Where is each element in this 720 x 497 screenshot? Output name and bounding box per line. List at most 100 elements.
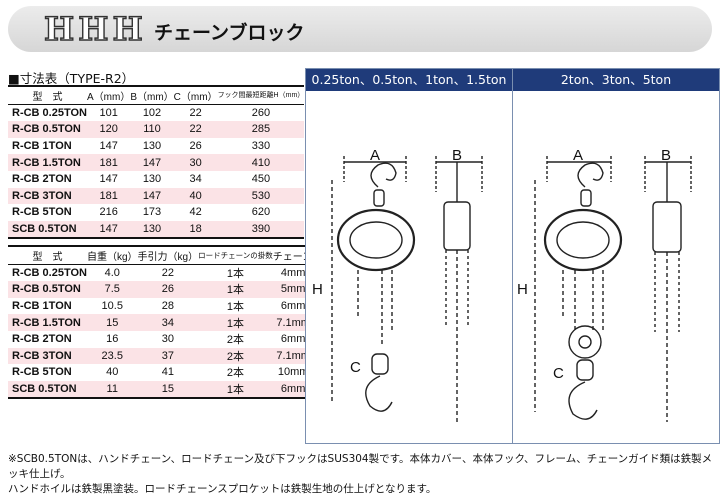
cell: 450: [251, 173, 271, 186]
cell: 16: [106, 333, 119, 346]
cell: 620: [251, 206, 271, 219]
cell: 1本: [226, 267, 244, 280]
cell: 30: [161, 333, 174, 346]
cell: 120: [86, 121, 131, 138]
cell: R-CB 1.5TON: [8, 314, 87, 331]
cell: R-CB 0.5TON: [8, 281, 87, 298]
panel-title: 0.25ton、0.5ton、1ton、1.5ton: [306, 69, 512, 91]
chain-block-drawing: [331, 156, 483, 422]
cell: 285: [217, 121, 305, 138]
cell: 22: [189, 106, 202, 119]
cell: 2本: [226, 334, 244, 347]
table-header-row: 型 式 自重（kg） 手引力（kg） ロードチェーンの掛数 チェーン寸法: [8, 244, 333, 265]
cell: 40: [173, 187, 218, 205]
col-header: 型 式: [8, 244, 87, 265]
cell: SCB 0.5TON: [8, 380, 87, 400]
cell: 130: [142, 140, 162, 153]
spec-table: 型 式 自重（kg） 手引力（kg） ロードチェーンの掛数 チェーン寸法 R-C…: [8, 244, 333, 400]
chain-block-drawing: [534, 156, 692, 422]
cell: 10.5: [101, 300, 123, 313]
cell: 41: [161, 366, 174, 379]
cell: 22: [173, 121, 218, 138]
dim-label-h: H: [517, 281, 528, 298]
diagram-panel-small: 0.25ton、0.5ton、1ton、1.5ton: [305, 68, 513, 444]
cell: 22: [161, 266, 174, 279]
col-header: A（mm）: [86, 84, 131, 105]
dim-label-h: H: [312, 281, 323, 298]
col-header: ロードチェーンの掛数: [198, 244, 273, 265]
cell: 216: [99, 206, 118, 219]
cell: 26: [137, 281, 199, 298]
cell: 147: [86, 220, 131, 240]
cell: 102: [142, 106, 162, 119]
cell: 4.0: [104, 266, 120, 279]
brand-logo: HHH: [43, 9, 147, 48]
cell: 1本: [198, 380, 273, 400]
cell: 530: [217, 187, 305, 205]
cell: 15: [137, 380, 199, 400]
cell: SCB 0.5TON: [8, 220, 87, 240]
cell: R-CB 3TON: [8, 187, 87, 205]
dim-label-c: C: [350, 359, 361, 376]
cell: 1本: [226, 301, 244, 314]
footnote-line: ハンドホイルは鉄製黒塗装。ロードチェーンスプロケットは鉄製生地の仕上げとなります…: [8, 483, 437, 495]
col-header: フック間最短距離H（mm）: [217, 84, 305, 105]
cell: 173: [142, 206, 162, 219]
cell: 330: [251, 140, 271, 153]
cell: 181: [86, 187, 131, 205]
footnote-line: ※SCB0.5TONは、ハンドチェーン、ロードチェーン及び下フックはSUS304…: [8, 453, 713, 480]
cell: R-CB 1.5TON: [8, 154, 87, 171]
dim-label-a: A: [573, 147, 584, 164]
col-header: B（mm）: [130, 84, 174, 105]
cell: 2本: [226, 367, 244, 380]
dimension-table: 型 式 A（mm） B（mm） C（mm） フック間最短距離H（mm） R-CB…: [8, 84, 305, 240]
cell: 40: [106, 366, 119, 379]
diagram-panel-large: 2ton、3ton、5ton A B H C: [512, 68, 720, 444]
cell: 34: [137, 314, 199, 331]
panel-title: 2ton、3ton、5ton: [513, 69, 719, 91]
cell: 181: [86, 154, 131, 171]
cell: R-CB 1TON: [12, 300, 72, 313]
cell: R-CB 5TON: [12, 206, 72, 219]
col-header: 手引力（kg）: [137, 244, 199, 265]
dim-label-c: C: [553, 365, 564, 382]
cell: 110: [130, 121, 174, 138]
cell: R-CB 2TON: [12, 173, 72, 186]
section-title: ■寸法表（TYPE-R2）: [8, 71, 135, 86]
cell: 26: [189, 140, 202, 153]
cell: 23.5: [86, 347, 138, 365]
cell: 147: [99, 140, 118, 153]
dim-label-b: B: [661, 147, 672, 164]
col-header: 自重（kg）: [86, 244, 138, 265]
table-row: R-CB 2TON 147 130 34 450: [8, 171, 304, 188]
cell: 130: [142, 173, 162, 186]
cell: 130: [130, 220, 174, 240]
cell: 147: [99, 173, 118, 186]
cell: 260: [251, 106, 271, 119]
cell: 30: [173, 154, 218, 171]
dim-label-a: A: [370, 147, 381, 164]
cell: R-CB 0.25TON: [12, 106, 87, 119]
cell: 7.5: [86, 281, 138, 298]
footnote: ※SCB0.5TONは、ハンドチェーン、ロードチェーン及び下フックはSUS304…: [8, 452, 720, 497]
cell: 34: [189, 173, 202, 186]
cell: 11: [86, 380, 138, 400]
cell: R-CB 0.5TON: [8, 121, 87, 138]
cell: 28: [161, 300, 174, 313]
cell: 101: [99, 106, 118, 119]
page-title: チェーンブロック: [154, 22, 305, 44]
col-header: C（mm）: [173, 84, 218, 105]
cell: R-CB 2TON: [12, 333, 72, 346]
